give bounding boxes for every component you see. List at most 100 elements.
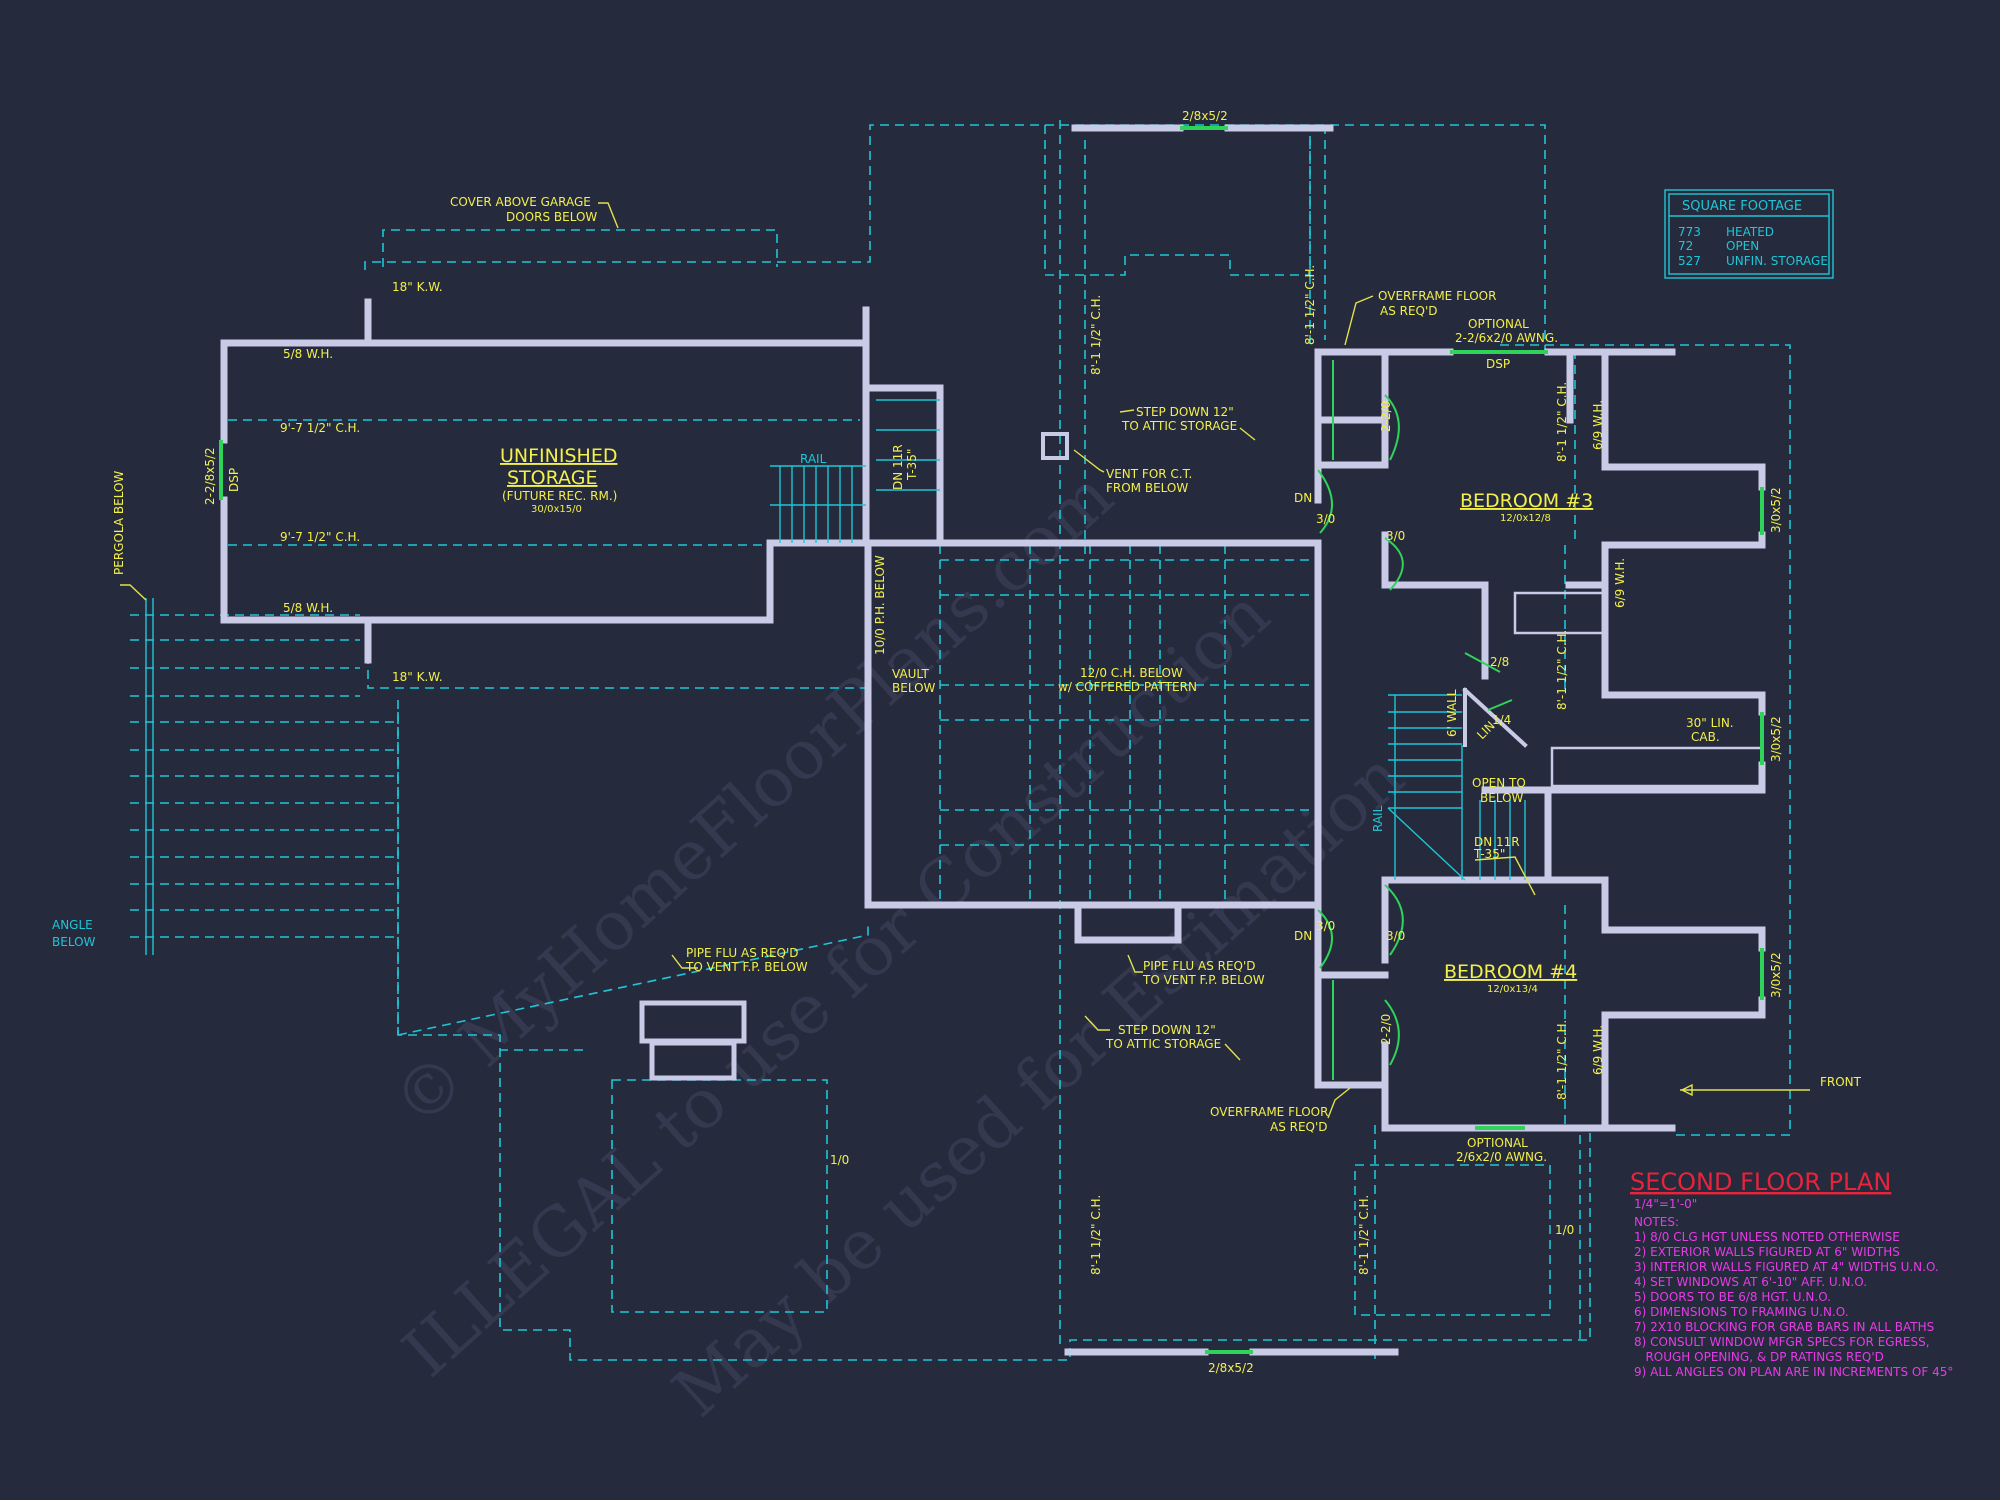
pipe-left-2: TO VENT F.P. BELOW xyxy=(685,960,808,974)
stair-rise-lower: T-35" xyxy=(1473,847,1505,861)
sqft-row-2-value: 72 xyxy=(1678,239,1693,253)
note-3: 3) INTERIOR WALLS FIGURED AT 4" WIDTHS U… xyxy=(1634,1260,1939,1274)
lin-cab-label-1: 30" LIN. xyxy=(1686,716,1734,730)
openings xyxy=(219,126,1764,1354)
door-220-upper: 2-2/0 xyxy=(1379,401,1393,432)
sqft-row-2-label: OPEN xyxy=(1726,239,1759,253)
dsp-top-label: DSP xyxy=(1486,357,1510,371)
plan-title: SECOND FLOOR PLAN xyxy=(1630,1168,1891,1196)
overframe-top-2: AS REQ'D xyxy=(1380,304,1438,318)
square-footage-title: SQUARE FOOTAGE xyxy=(1682,199,1802,214)
optional-bottom-2: 2/6x2/0 AWNG. xyxy=(1456,1150,1547,1164)
bed4-window-label: 3/0x5/2 xyxy=(1769,952,1783,998)
bedroom-3-name: BEDROOM #3 xyxy=(1460,490,1593,512)
open-below-2: BELOW xyxy=(1480,791,1524,805)
cover-garage-label-1: COVER ABOVE GARAGE xyxy=(450,195,591,209)
sqft-row-1-value: 773 xyxy=(1678,225,1701,239)
sqft-row-3-value: 527 xyxy=(1678,254,1701,268)
watermark: © MyHomeFloorPlans.com ILLEGAL to use fo… xyxy=(379,456,1420,1432)
bath-ch-label: 8'-1 1/2" C.H. xyxy=(1555,630,1569,710)
storage-ch-top: 9'-7 1/2" C.H. xyxy=(280,421,360,435)
title-block: SECOND FLOOR PLAN 1/4"=1'-0" NOTES: 1) 8… xyxy=(1630,1168,1953,1379)
wh58-bottom-label: 5/8 W.H. xyxy=(283,601,333,615)
stair-dn-lower: DN 11R xyxy=(1474,835,1520,849)
left-dsp-label: DSP xyxy=(227,468,241,492)
storage-ch-bottom: 9'-7 1/2" C.H. xyxy=(280,530,360,544)
overframe-bottom-1: OVERFRAME FLOOR xyxy=(1210,1105,1328,1119)
coffered-ch-label-2: w/ COFFERED PATTERN xyxy=(1058,680,1197,694)
note-8-continued: ROUGH OPENING, & DP RATINGS REQ'D xyxy=(1634,1350,1884,1364)
vent-label-1: VENT FOR C.T. xyxy=(1106,467,1192,481)
storage-room-dims: 30/0x15/0 xyxy=(531,504,582,515)
pergola-label: PERGOLA BELOW xyxy=(112,471,126,575)
optional-bottom-1: OPTIONAL xyxy=(1467,1136,1528,1150)
sqft-row-1-label: HEATED xyxy=(1726,225,1774,239)
rail-bottom-label: RAIL xyxy=(1371,805,1385,832)
dn-upper-label: DN xyxy=(1294,491,1312,505)
ch-bottom-right: 8'-1 1/2" C.H. xyxy=(1357,1195,1371,1275)
coffered-ch-label-1: 12/0 C.H. BELOW xyxy=(1080,666,1183,680)
sqft-row-3-label: UNFIN. STORAGE xyxy=(1726,254,1828,268)
plan-scale: 1/4"=1'-0" xyxy=(1634,1197,1697,1211)
optional-top-1: OPTIONAL xyxy=(1468,317,1529,331)
wh58-top-label: 5/8 W.H. xyxy=(283,347,333,361)
bath-window-label: 3/0x5/2 xyxy=(1769,716,1783,762)
bed3-window-label: 3/0x5/2 xyxy=(1769,487,1783,533)
angle-label-1: ANGLE xyxy=(52,918,93,932)
left-window-label: 2-2/8x5/2 xyxy=(203,447,217,505)
storage-room-name-1: UNFINISHED xyxy=(500,445,617,467)
stair-rise-label: T-35" xyxy=(905,449,919,481)
notes-heading: NOTES: xyxy=(1634,1215,1679,1229)
kw-top-label: 18" K.W. xyxy=(392,280,443,294)
note-8: 8) CONSULT WINDOW MFGR SPECS FOR EGRESS, xyxy=(1634,1335,1930,1349)
note-2: 2) EXTERIOR WALLS FIGURED AT 6" WIDTHS xyxy=(1634,1245,1900,1259)
pipe-left-1: PIPE FLU AS REQ'D xyxy=(686,946,799,960)
kw-bottom-label: 18" K.W. xyxy=(392,670,443,684)
storage-room-subtitle: (FUTURE REC. RM.) xyxy=(502,489,617,503)
angle-label-2: BELOW xyxy=(52,935,96,949)
front-label: FRONT xyxy=(1820,1075,1862,1089)
annotations: COVER ABOVE GARAGE DOORS BELOW 18" K.W. … xyxy=(52,109,1862,1375)
lin-cab-label-2: CAB. xyxy=(1691,730,1720,744)
door-30-lower-left: 3/0 xyxy=(1316,919,1335,933)
bedroom-3-dims: 12/0x12/8 xyxy=(1500,513,1551,524)
storage-room-name-2: STORAGE xyxy=(507,467,597,489)
door-30-upper-right: 3/0 xyxy=(1386,529,1405,543)
ph-below-label: 10/0 P.H. BELOW xyxy=(873,555,887,655)
step-down-top-1: STEP DOWN 12" xyxy=(1136,405,1234,419)
cover-garage-label-2: DOORS BELOW xyxy=(506,210,597,224)
vault-label: VAULT xyxy=(892,667,929,681)
pipe-mid-2: TO VENT F.P. BELOW xyxy=(1142,973,1265,987)
note-4: 4) SET WINDOWS AT 6'-10" AFF. U.N.O. xyxy=(1634,1275,1867,1289)
note-6: 6) DIMENSIONS TO FRAMING U.N.O. xyxy=(1634,1305,1849,1319)
square-footage-table: SQUARE FOOTAGE 773 HEATED 72 OPEN 527 UN… xyxy=(1678,199,1828,268)
stair-wall-label: 6' WALL xyxy=(1445,689,1459,737)
overframe-top-1: OVERFRAME FLOOR xyxy=(1378,289,1496,303)
step-down-top-2: TO ATTIC STORAGE xyxy=(1121,419,1237,433)
step-down-bottom-1: STEP DOWN 12" xyxy=(1118,1023,1216,1037)
bedroom-4-dims: 12/0x13/4 xyxy=(1487,984,1538,995)
slope-left-label: 1/0 xyxy=(830,1153,849,1167)
dn-lower-label: DN xyxy=(1294,929,1312,943)
walls xyxy=(220,124,1766,1356)
attic-ch-top: 8'-1 1/2" C.H. xyxy=(1089,295,1103,375)
overframe-bottom-2: AS REQ'D xyxy=(1270,1120,1328,1134)
note-5: 5) DOORS TO BE 6/8 HGT. U.N.O. xyxy=(1634,1290,1831,1304)
pipe-mid-1: PIPE FLU AS REQ'D xyxy=(1143,959,1256,973)
note-1: 1) 8/0 CLG HGT UNLESS NOTED OTHERWISE xyxy=(1634,1230,1900,1244)
wh69-bed4: 6/9 W.H. xyxy=(1591,1025,1605,1075)
top-window-label: 2/8x5/2 xyxy=(1182,109,1228,123)
open-below-1: OPEN TO xyxy=(1472,776,1526,790)
attic-ch-right: 8'-1 1/2" C.H. xyxy=(1303,265,1317,345)
rail-top-label: RAIL xyxy=(800,452,827,466)
bedroom-4-name: BEDROOM #4 xyxy=(1444,961,1577,983)
leader-lines xyxy=(120,202,1810,1119)
stair-dn-label: DN 11R xyxy=(891,444,905,490)
wh69-bed3: 6/9 W.H. xyxy=(1591,400,1605,450)
step-down-bottom-2: TO ATTIC STORAGE xyxy=(1105,1037,1221,1051)
bottom-window-label: 2/8x5/2 xyxy=(1208,1361,1254,1375)
vent-label-2: FROM BELOW xyxy=(1106,481,1188,495)
optional-top-2: 2-2/6x2/0 AWNG. xyxy=(1455,331,1558,345)
bed4-ch-label: 8'-1 1/2" C.H. xyxy=(1555,1020,1569,1100)
